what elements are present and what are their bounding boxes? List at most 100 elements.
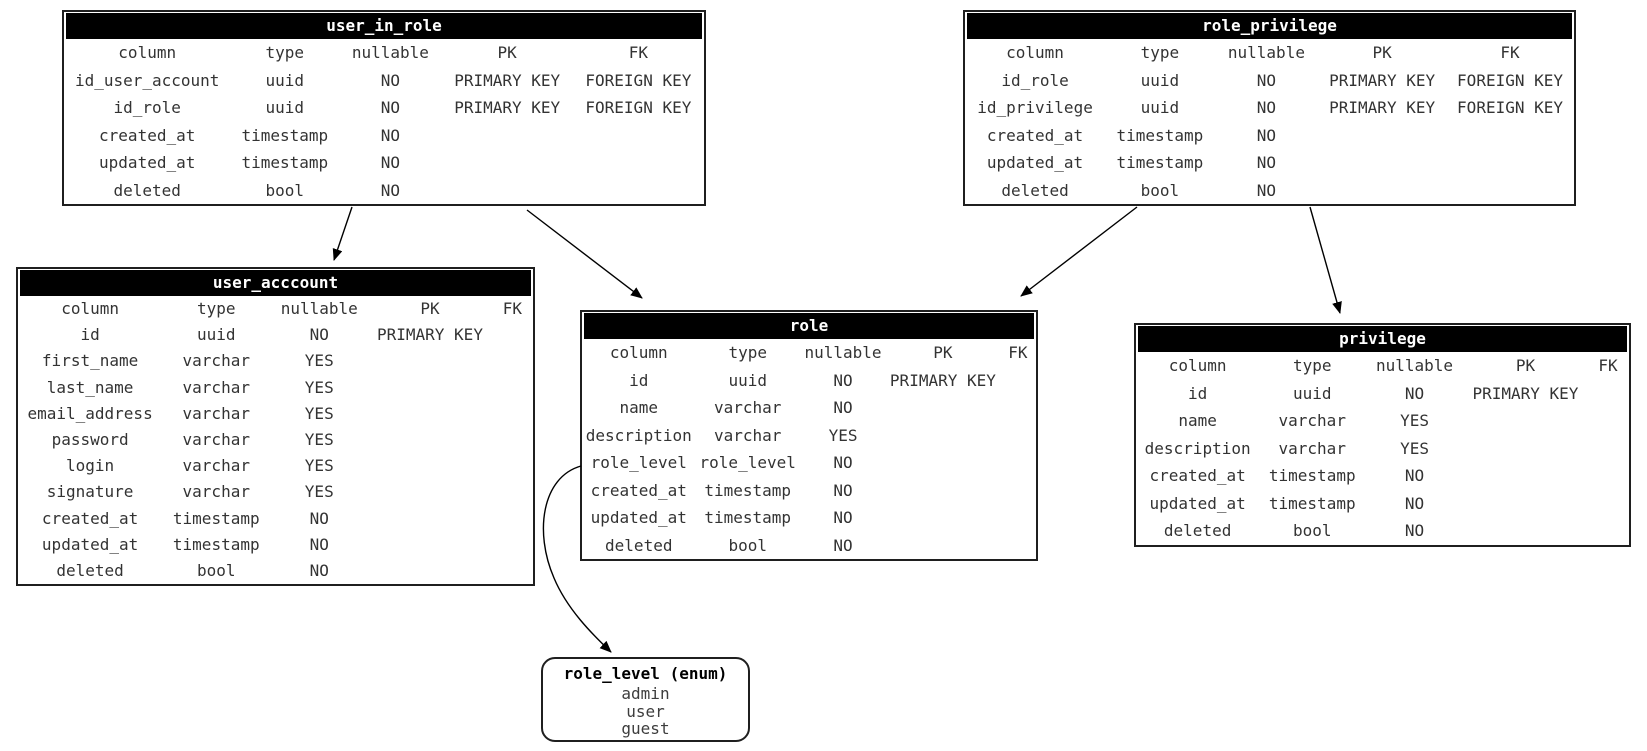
table-cell: YES [1400,438,1429,458]
arrow-user_in_role-to-role [526,209,643,299]
table-cell [1464,462,1587,490]
table-cell: varchar [713,398,782,417]
header-cell: PK [933,343,953,362]
header-cell: nullable [1227,43,1305,62]
table-cell [573,177,704,205]
table-cell [886,477,1000,505]
header-cell: PK [1372,43,1392,62]
header-cell: type [1292,356,1332,375]
table-cell: varchar [182,430,250,450]
table-cell: id_role [1001,70,1069,90]
table-cell: email_address [27,403,153,423]
table-cell [492,375,533,401]
header-cell: FK [1500,43,1520,62]
table-cell: role_level [590,453,687,472]
table-cell: NO [1404,466,1425,485]
table-cell: deleted [113,180,181,200]
table-cell [368,506,492,532]
table-title-role: role [584,313,1034,339]
table-cell: deleted [605,535,673,555]
table-cell [1000,532,1036,560]
table-cell [368,479,492,505]
header-cell: nullable [1376,356,1454,375]
table-cell: timestamp [1116,125,1204,145]
header-cell: column [1168,356,1227,375]
table-cell: PRIMARY KEY [376,325,483,345]
table-cell: NO [833,370,853,390]
table-cell: NO [380,70,401,90]
enum-value: user [626,701,665,721]
table-cell: varchar [182,482,250,502]
header-cell: column [609,343,668,362]
table-cell: created_at [986,125,1084,145]
table-cell: PRIMARY KEY [454,70,561,90]
table-cell [1000,477,1036,505]
table-cell: NO [309,561,329,581]
table-cell: updated_at [41,534,139,554]
table-cell: NO [1256,70,1277,90]
table-cell [886,394,1000,422]
table-cell: PRIMARY KEY [1472,383,1579,403]
table-cell: NO [380,153,401,172]
table-cell [442,177,573,205]
header-cell: column [118,43,177,62]
header-cell: FK [628,43,649,62]
table-cell [1446,149,1574,177]
table-cell [492,506,533,532]
table-cell [492,532,533,558]
table-cell: NO [1256,125,1277,145]
table-cell: YES [304,430,334,450]
table-cell: YES [304,482,334,502]
table-cell: bool [1292,521,1332,540]
table-cell: YES [304,403,334,423]
table-cell [1318,122,1446,150]
table-cell: varchar [713,425,782,445]
table-cell: deleted [56,561,124,581]
table-cell: description [585,425,692,445]
table-cell [886,422,1000,450]
arrow-user_in_role-to-user_acccount [332,206,353,261]
table-cell [1587,435,1629,463]
table-cell [1000,504,1036,532]
table-cell: NO [833,480,853,500]
table-cell: timestamp [1268,493,1356,513]
table-cell: varchar [1278,438,1346,458]
table-cell: YES [304,456,334,476]
table-cell: updated_at [590,508,687,527]
table-cell [1587,380,1629,408]
table-cell: FOREIGN KEY [585,98,692,117]
table-title-user_acccount: user_acccount [20,270,531,296]
table-cell: PRIMARY KEY [1329,98,1436,117]
table-cell [1587,490,1629,518]
